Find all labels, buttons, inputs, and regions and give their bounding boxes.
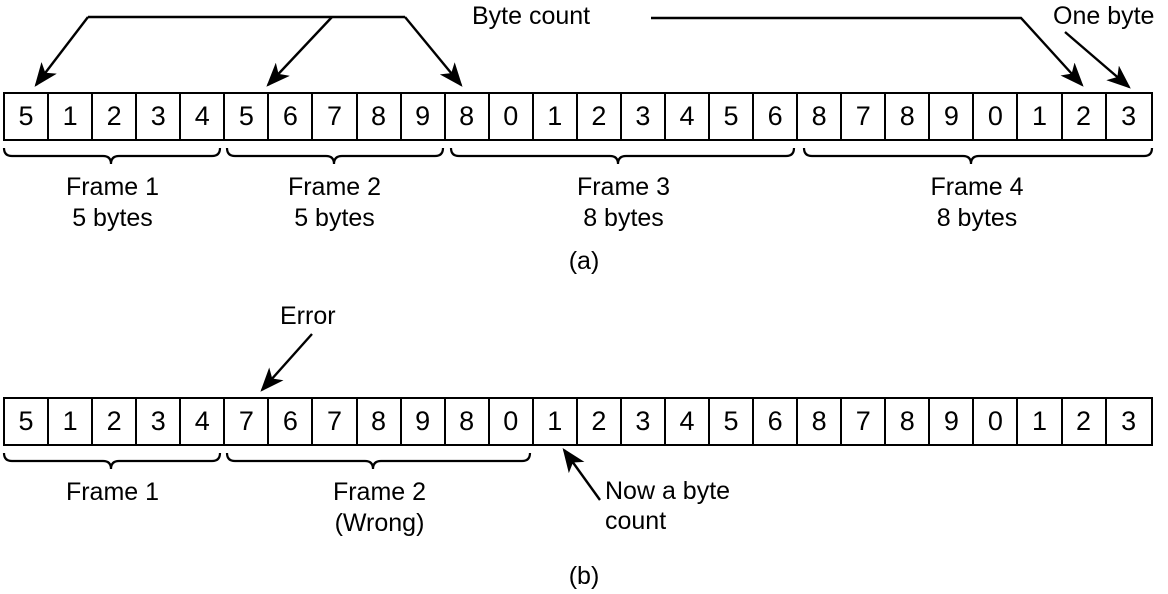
byte-cell: 8 [798,94,843,139]
byte-cell: 4 [665,94,710,139]
brace-b-frame-1 [2,452,222,470]
byte-cell: 9 [401,399,446,444]
byte-cell: 8 [798,399,843,444]
brace-a-frame-3 [449,147,796,165]
byte-cell: 5 [710,399,755,444]
byte-cell: 2 [1062,399,1107,444]
byte-cell: 6 [269,399,314,444]
byte-cell: 2 [1062,94,1107,139]
error-leader [260,333,313,392]
byte-cell: 9 [930,94,975,139]
byte-cell: 3 [1106,399,1151,444]
byte-cell: 9 [930,399,975,444]
byte-cell: 6 [754,94,799,139]
byte-cell: 3 [137,399,182,444]
arrow-to-last-cell [1064,31,1131,89]
byte-cell: 8 [357,94,402,139]
arrow-to-cell-1 [34,16,89,87]
brace-a-frame-2 [225,147,445,165]
brace-b-frame-2 [225,452,532,470]
byte-cell: 5 [225,94,270,139]
brace-a-frame-4 [802,147,1154,165]
annotation-now-a-byte-count: Now a byte count [605,477,731,535]
byte-cell: 1 [533,94,578,139]
one-byte-leader [1064,31,1131,89]
byte-cell: 3 [621,94,666,139]
byte-cell: 1 [1018,94,1063,139]
arrow-to-cell-19 [651,16,1084,87]
byte-cell: 6 [754,399,799,444]
annotation-one-byte: One byte [1053,2,1155,30]
arrow-to-error-cell [260,333,313,392]
byte-cell: 7 [842,94,887,139]
panel-caption-b: (b) [568,562,600,590]
byte-cell: 1 [49,94,94,139]
byte-cell: 2 [577,399,622,444]
byte-cell: 4 [665,399,710,444]
byte-cell: 6 [269,94,314,139]
arrow-to-cell-6 [266,16,333,87]
byte-cell: 4 [181,399,226,444]
byte-cell: 7 [313,94,358,139]
frame-label-a-2: Frame 3 8 bytes [576,173,671,232]
arrow-to-cell-11 [404,16,463,87]
byte-cell: 8 [886,94,931,139]
annotation-error: Error [280,302,336,330]
byte-count-leader-right [651,16,1084,87]
byte-cell: 0 [974,399,1019,444]
byte-cell: 8 [445,94,490,139]
byte-cell: 2 [93,94,138,139]
byte-cell: 7 [842,399,887,444]
byte-count-leader-a [34,15,463,87]
byte-cell: 3 [621,399,666,444]
byte-cell: 2 [93,399,138,444]
byte-cell: 0 [489,94,534,139]
byte-cell: 7 [225,399,270,444]
byte-cell: 3 [137,94,182,139]
byte-cell: 1 [533,399,578,444]
byte-cell: 7 [313,399,358,444]
frame-label-b-1: Frame 2 (Wrong) [332,478,427,537]
byte-cell: 0 [974,94,1019,139]
annotation-byte-count: Byte count [472,2,591,30]
byte-cell: 1 [49,399,94,444]
arrow-to-new-byte-count-cell [562,448,601,501]
frame-label-a-1: Frame 2 5 bytes [287,173,382,232]
frame-label-a-3: Frame 4 8 bytes [930,173,1024,232]
byte-cell: 2 [577,94,622,139]
byte-cell: 5 [5,399,50,444]
byte-cell: 5 [710,94,755,139]
now-a-byte-count-leader [562,448,601,501]
byte-cell: 5 [5,94,50,139]
byte-cell: 0 [489,399,534,444]
byte-cell: 8 [886,399,931,444]
byte-cell: 3 [1106,94,1151,139]
frame-label-a-0: Frame 1 5 bytes [65,173,160,232]
byte-cell: 1 [1018,399,1063,444]
byte-cell: 9 [401,94,446,139]
brace-a-frame-1 [2,147,222,165]
panel-caption-a: (a) [568,247,600,275]
byte-cell: 8 [445,399,490,444]
byte-cell: 8 [357,399,402,444]
frame-label-b-0: Frame 1 [65,478,160,506]
byte-cell: 4 [181,94,226,139]
